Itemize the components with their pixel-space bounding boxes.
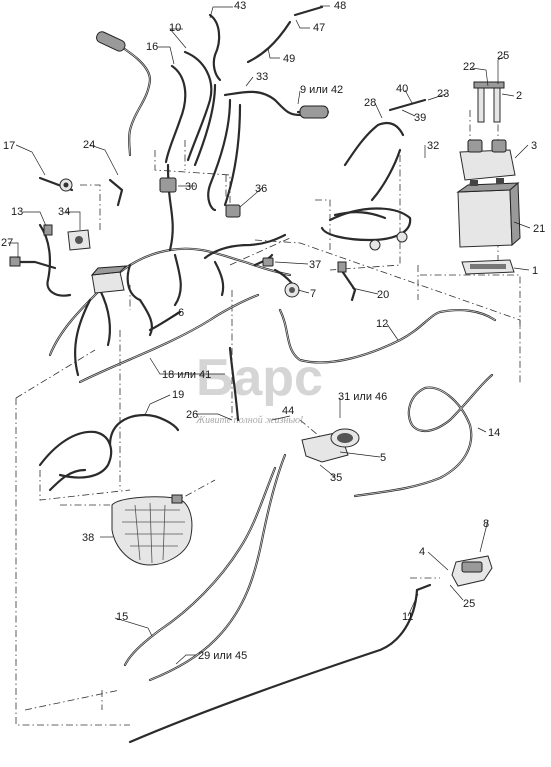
callouts: 43 48 10 47 16 49 33 9 или 42 22 25 40 2…	[1, 0, 545, 662]
callout-24: 24	[83, 139, 95, 151]
battery-cover-part	[459, 139, 516, 181]
callout-4: 4	[419, 546, 425, 558]
assembly-lines	[15, 110, 521, 726]
callout-31-or-46: 31 или 46	[338, 391, 387, 403]
callout-28: 28	[364, 97, 376, 109]
callout-32: 32	[427, 140, 439, 152]
connector-27-part	[9, 256, 21, 267]
callout-25-bottom: 25	[463, 598, 475, 610]
callout-43: 43	[234, 0, 246, 12]
coil-32-part	[369, 231, 408, 251]
callout-13: 13	[11, 206, 23, 218]
callout-44: 44	[282, 405, 294, 417]
callout-3: 3	[531, 140, 537, 152]
callout-14: 14	[488, 427, 500, 439]
callout-7: 7	[310, 288, 316, 300]
callout-15: 15	[116, 611, 128, 623]
watermark-logo: Барс	[196, 349, 323, 407]
callout-34: 34	[58, 206, 70, 218]
battery-part	[456, 178, 521, 248]
connector-13-part	[43, 224, 53, 236]
callout-26: 26	[186, 409, 198, 421]
callout-19: 19	[172, 389, 184, 401]
callout-22: 22	[463, 61, 475, 73]
parts	[9, 31, 521, 587]
connector-20-part	[337, 261, 347, 273]
connector-30-part	[159, 177, 177, 193]
callout-11: 11	[402, 611, 413, 623]
callout-35: 35	[330, 472, 342, 484]
callout-17: 17	[3, 140, 15, 152]
callout-49: 49	[283, 53, 295, 65]
fuse-part	[225, 204, 241, 218]
callout-12: 12	[376, 318, 388, 330]
callout-1: 1	[532, 265, 538, 277]
taillight-bracket-part	[301, 428, 360, 463]
watermark-tagline: Живите полной жизнью!	[195, 415, 303, 426]
callout-16: 16	[146, 41, 158, 53]
callout-29-or-45: 29 или 45	[198, 650, 247, 662]
ignition-switch-part	[59, 178, 73, 192]
callout-38: 38	[82, 532, 94, 544]
headlamp-part	[111, 494, 193, 566]
callout-20: 20	[377, 289, 389, 301]
callout-2: 2	[516, 90, 522, 102]
callout-18-or-41: 18 или 41	[162, 369, 211, 381]
license-light-part	[451, 555, 493, 587]
callout-36: 36	[255, 183, 267, 195]
relay-part	[67, 229, 91, 251]
callout-6: 6	[178, 307, 184, 319]
callout-8: 8	[483, 518, 489, 530]
callout-25-top: 25	[497, 50, 509, 62]
callout-47: 47	[313, 22, 325, 34]
wire-harness	[13, 5, 497, 744]
grip-9-part	[299, 105, 329, 119]
callout-27: 27	[1, 237, 13, 249]
callout-23: 23	[437, 88, 449, 100]
callout-30: 30	[185, 181, 197, 193]
connector-37-part	[262, 257, 274, 267]
battery-strap-part	[473, 81, 505, 123]
callout-39: 39	[414, 112, 426, 124]
callout-9-or-42: 9 или 42	[300, 84, 343, 96]
leader-lines	[8, 5, 531, 665]
callout-48: 48	[334, 0, 346, 12]
callout-5: 5	[380, 452, 386, 464]
callout-37: 37	[309, 259, 321, 271]
controller-block-part	[90, 265, 128, 294]
grip-left-part	[96, 31, 126, 52]
callout-33: 33	[256, 71, 268, 83]
callout-21: 21	[533, 223, 545, 235]
sensor-7-part	[284, 282, 300, 298]
callout-10: 10	[169, 22, 181, 34]
watermark: Барс Живите полной жизнью!	[195, 349, 323, 426]
battery-tray-part	[461, 259, 515, 275]
callout-40: 40	[396, 83, 408, 95]
